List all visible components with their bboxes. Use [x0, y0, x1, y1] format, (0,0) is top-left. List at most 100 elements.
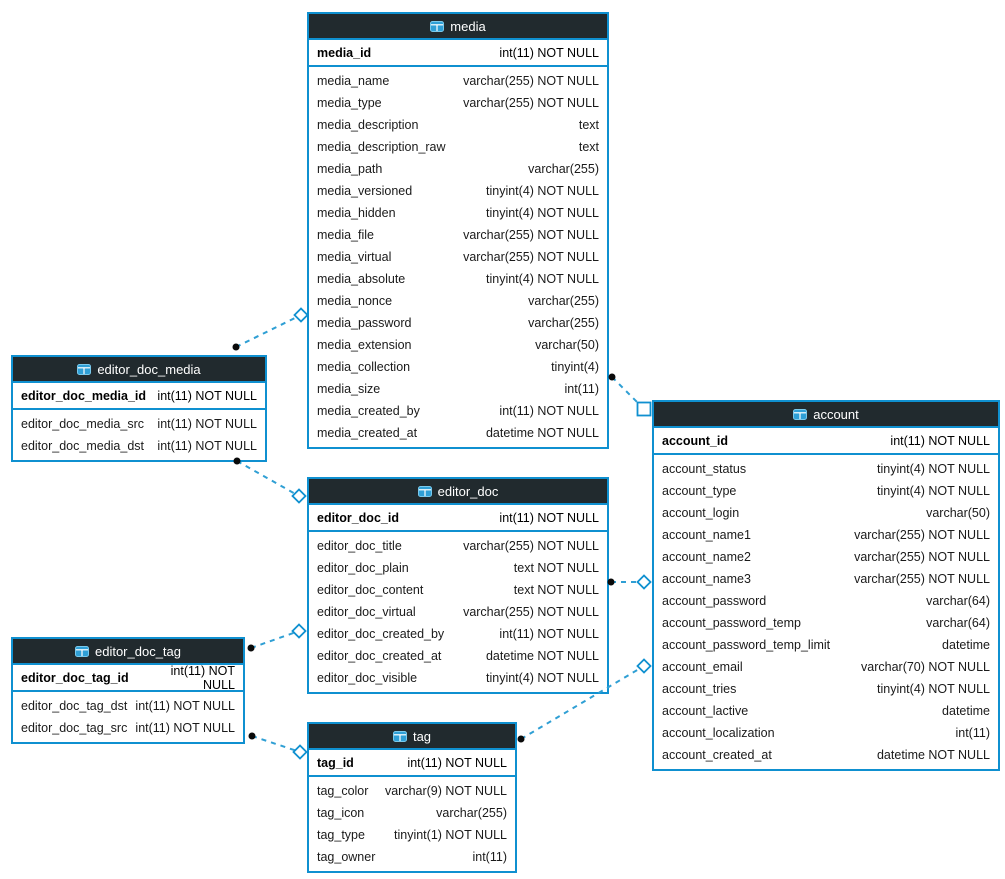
- field-name: account_login: [662, 506, 740, 520]
- pk-row[interactable]: editor_doc_tag_id int(11) NOT NULL: [13, 663, 243, 692]
- field-type: datetime: [942, 704, 990, 718]
- table-header-account[interactable]: account: [654, 402, 998, 428]
- field-row[interactable]: media_name varchar(255) NOT NULL: [309, 70, 607, 92]
- pk-field-name: media_id: [317, 45, 372, 60]
- field-name: media_name: [317, 74, 390, 88]
- field-name: editor_doc_content: [317, 583, 424, 597]
- field-name: tag_color: [317, 784, 369, 798]
- table-header-media[interactable]: media: [309, 14, 607, 40]
- pk-field-type: int(11) NOT NULL: [170, 663, 235, 692]
- field-type: int(11) NOT NULL: [135, 721, 235, 735]
- field-name: account_email: [662, 660, 743, 674]
- pk-field-name: editor_doc_tag_id: [21, 670, 129, 685]
- pk-field-name: editor_doc_id: [317, 510, 399, 525]
- field-name: media_virtual: [317, 250, 392, 264]
- field-type: tinyint(4) NOT NULL: [486, 272, 599, 286]
- pk-field-type: int(11) NOT NULL: [157, 388, 257, 403]
- field-type: varchar(255): [528, 294, 599, 308]
- table-editor_doc_tag[interactable]: editor_doc_tag editor_doc_tag_id int(11) N…: [11, 637, 245, 744]
- field-name: tag_icon: [317, 806, 365, 820]
- field-row[interactable]: editor_doc_media_src int(11) NOT NULL: [13, 413, 265, 435]
- field-type: int(11): [955, 726, 990, 740]
- field-type: tinyint(4) NOT NULL: [486, 184, 599, 198]
- field-type: datetime: [942, 638, 990, 652]
- field-name: editor_doc_plain: [317, 561, 409, 575]
- pk-field-type: int(11) NOT NULL: [407, 755, 507, 770]
- field-type: datetime NOT NULL: [485, 649, 599, 663]
- field-row[interactable]: media_path varchar(255): [309, 158, 607, 180]
- field-name: media_path: [317, 162, 383, 176]
- field-name: account_created_at: [662, 748, 772, 762]
- table-header-editor_doc[interactable]: editor_doc: [309, 479, 607, 505]
- table-header-editor_doc_media[interactable]: editor_doc_media: [13, 357, 265, 383]
- field-name: editor_doc_virtual: [317, 605, 416, 619]
- field-type: varchar(255) NOT NULL: [463, 228, 599, 242]
- field-row[interactable]: media_absolute tinyint(4) NOT NULL: [309, 268, 607, 290]
- table-header-tag[interactable]: tag: [309, 724, 515, 750]
- field-name: media_description: [317, 118, 419, 132]
- field-name: media_absolute: [317, 272, 406, 286]
- field-name: editor_doc_tag_dst: [21, 699, 128, 713]
- field-type: int(11) NOT NULL: [157, 417, 257, 431]
- field-name: editor_doc_media_src: [21, 417, 144, 431]
- field-name: media_size: [317, 382, 381, 396]
- field-name: account_name1: [662, 528, 751, 542]
- field-type: varchar(255): [528, 162, 599, 176]
- table-header-editor_doc_tag[interactable]: editor_doc_tag: [13, 639, 243, 665]
- field-type: varchar(255) NOT NULL: [463, 74, 599, 88]
- field-type: varchar(255) NOT NULL: [463, 96, 599, 110]
